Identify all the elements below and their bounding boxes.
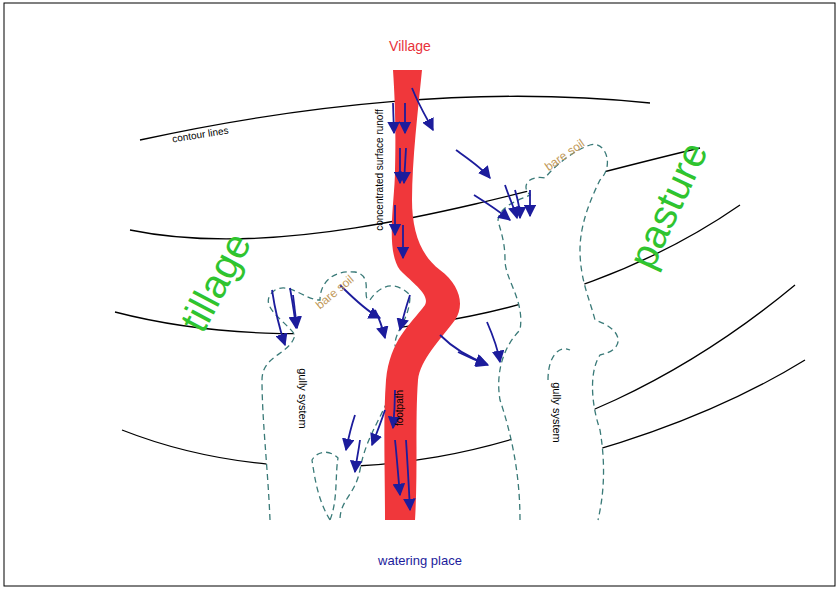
gully-label: gully system xyxy=(551,382,562,443)
path-label: footpath xyxy=(395,390,405,426)
runoff-label: concentrated surface runoff xyxy=(375,109,385,231)
runoff-arrows xyxy=(272,88,530,510)
place-label: Village xyxy=(389,39,431,53)
frame xyxy=(4,3,835,586)
contour-lines xyxy=(115,96,805,470)
land-use-label: tillage xyxy=(173,226,257,337)
footpath-band xyxy=(384,70,460,520)
gully-label: gully system xyxy=(297,368,308,429)
land-use-label: pasture xyxy=(622,136,715,274)
place-label: watering place xyxy=(378,554,462,567)
contour-label: contour lines xyxy=(171,126,229,145)
